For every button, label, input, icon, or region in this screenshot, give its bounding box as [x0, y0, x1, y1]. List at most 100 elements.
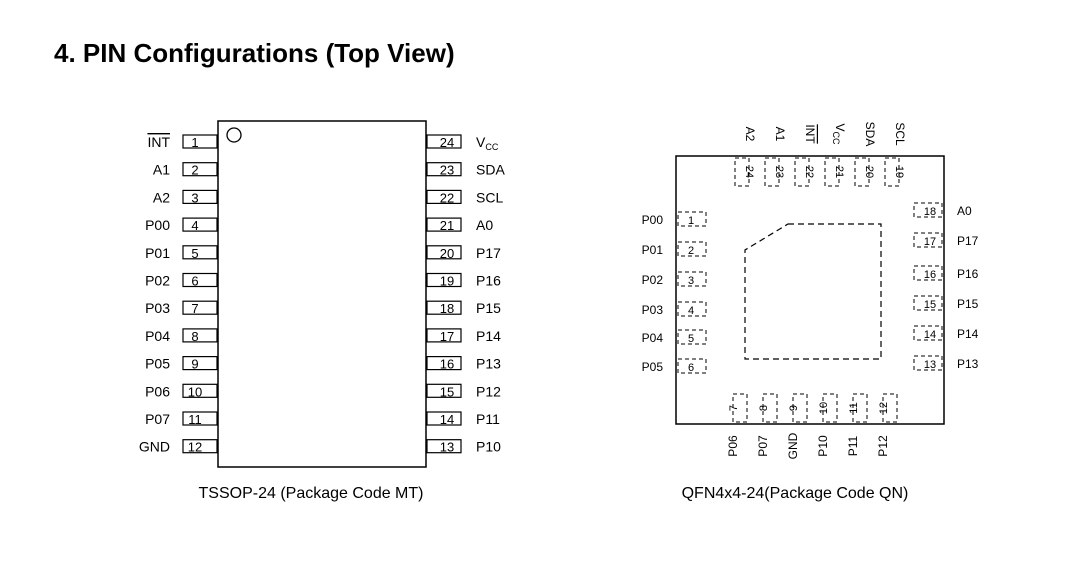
pin-pad [792, 393, 808, 423]
pin-name: A0 [476, 217, 493, 233]
pin-label: P02 [145, 273, 170, 289]
pin-name: V [833, 123, 847, 131]
pin-number: 17 [440, 329, 454, 344]
pin-pad [854, 157, 870, 187]
pin-pad [182, 272, 218, 288]
pin-label: SDA [476, 162, 505, 178]
pin-label: A0 [476, 217, 493, 233]
pin-number: 6 [191, 274, 198, 289]
pin-pad [182, 134, 218, 149]
tssop-pin-right: 17 P14 [426, 328, 501, 344]
pin-name: SDA [863, 122, 877, 147]
pin-name: A0 [957, 204, 972, 218]
pin-number: 23 [773, 166, 785, 178]
pin-name: V [476, 134, 486, 150]
pin-label: SCL [893, 122, 907, 146]
pin-name: A1 [153, 162, 170, 178]
pin-label: P06 [145, 383, 170, 399]
tssop-pin-right: 21 A0 [426, 217, 493, 233]
tssop-pin-right: 19 P16 [426, 273, 501, 289]
pin-number: 10 [818, 402, 830, 414]
pin-name: INT [147, 134, 170, 150]
pin-name: P12 [876, 435, 890, 457]
pin-name: P16 [957, 267, 979, 281]
pin-name: P10 [816, 435, 830, 457]
pin-number: 10 [188, 384, 202, 399]
tssop-pin-left: 2A1 [153, 162, 218, 178]
pin-number: 11 [848, 402, 860, 413]
pin-pad [182, 439, 218, 454]
pin-name: P00 [642, 213, 664, 227]
pin-pad [426, 245, 462, 260]
pin-number: 5 [191, 246, 198, 261]
pin-number: 19 [440, 274, 454, 289]
pin-name: P01 [642, 243, 664, 257]
pin-number: 4 [688, 305, 694, 317]
pin-name: A1 [773, 127, 787, 142]
qfn-exposed-pad [744, 223, 882, 360]
pin-name: P14 [476, 328, 501, 344]
pin-pad [732, 393, 748, 423]
pin-label: INT [803, 124, 817, 144]
pin-name: P02 [145, 273, 170, 289]
pin-label: P07 [756, 435, 770, 457]
pin-label: P00 [145, 217, 170, 233]
pin-name: P05 [642, 360, 664, 374]
pin-name: P04 [642, 331, 664, 345]
pin-pad [734, 157, 750, 187]
pin-pad [182, 383, 218, 398]
pin-label: GND [139, 439, 170, 455]
pin-pad [426, 328, 462, 343]
pin-name: INT [803, 124, 817, 144]
pin-label: P13 [957, 357, 979, 371]
pin-label: P15 [957, 297, 979, 311]
pin-label: A0 [957, 204, 972, 218]
pin-number: 12 [188, 440, 202, 455]
pin-name: P11 [846, 435, 860, 456]
pin-number: 15 [924, 299, 936, 311]
pin-pad [426, 134, 462, 149]
pin-pad [822, 393, 838, 423]
page-title: 4. PIN Configurations (Top View) [54, 38, 455, 68]
pin-name: P14 [957, 327, 979, 341]
pin-label: A2 [743, 127, 757, 142]
pin-number: 7 [191, 301, 198, 316]
pin-pad [677, 241, 707, 257]
pin-pad [182, 245, 218, 260]
pin-name: SCL [893, 122, 907, 146]
tssop-pin-left: 5 P01 [145, 245, 218, 261]
pin-name: P01 [145, 245, 170, 261]
pin-label: P14 [476, 328, 501, 344]
pin-label: P14 [957, 327, 979, 341]
pin-number: 17 [924, 236, 936, 248]
pin-pad [913, 265, 943, 281]
pin-label: P16 [476, 273, 501, 289]
pin-name: P03 [145, 300, 170, 316]
pin-number: 21 [440, 218, 454, 233]
pin-pad [677, 358, 707, 374]
pin-number: 16 [440, 357, 454, 372]
pin-label: A1 [153, 162, 170, 178]
pin-pad [882, 393, 898, 423]
pin-pad [677, 301, 707, 317]
pin-pad [426, 300, 462, 315]
pin-number: 1 [191, 135, 198, 150]
pin-number: 24 [440, 135, 454, 150]
pin-number: 9 [191, 357, 198, 372]
tssop-pin-left: 6 P02 [145, 272, 218, 289]
